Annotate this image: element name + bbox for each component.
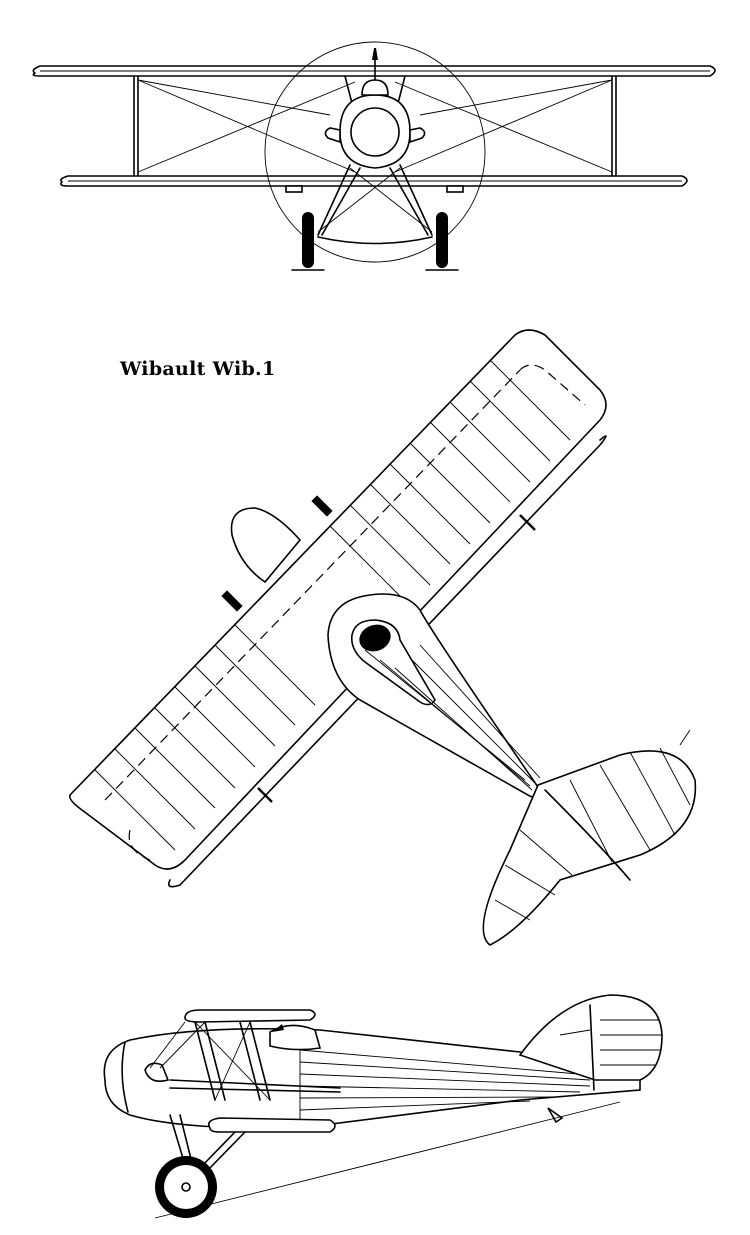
- top-view: [68, 329, 697, 946]
- side-view: [103, 994, 663, 1219]
- aircraft-title: Wibault Wib.1: [120, 358, 276, 380]
- front-view: [32, 41, 716, 271]
